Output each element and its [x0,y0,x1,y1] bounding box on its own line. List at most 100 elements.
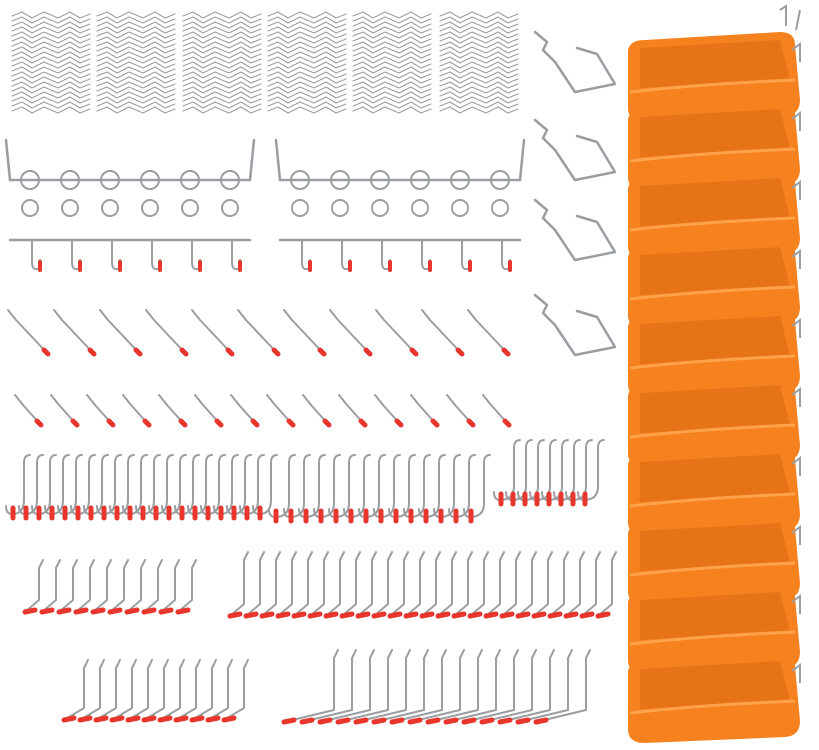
bin-lip [629,78,796,94]
hook-tip [363,347,373,357]
j-hook [565,439,593,501]
l-hook [41,559,61,613]
wire-clip [96,86,176,94]
wire-clip [267,16,347,24]
wire-clip [182,96,262,104]
wire-clip [96,66,176,74]
wire-clip [352,101,432,109]
strip-end [274,138,526,182]
wire-clip [267,81,347,89]
single-hook [191,309,233,355]
hook-tip [389,717,405,725]
wire-clip [267,41,347,49]
wire-clip [11,86,91,94]
j-hook [96,454,122,515]
single-hook [410,394,438,426]
j-hook [505,439,533,501]
wire-clip [182,21,262,29]
peg-hooks [5,309,617,725]
wire-clip [96,61,176,69]
clip-bundle [352,11,432,114]
single-hook [338,394,366,426]
hook-tip [87,347,97,357]
wire-clip [352,71,432,79]
single-hook [374,394,402,426]
l-hook [75,559,95,613]
wire-clip [267,31,347,39]
hook-tip [317,347,327,357]
l-hook [597,551,617,617]
l-hook [469,551,489,617]
bin-hanger [791,594,801,614]
single-hook [158,394,186,426]
wire-clip [439,96,519,104]
loop-strip [274,138,526,217]
strip-end [4,138,256,182]
wire-clip [96,91,176,99]
l-hook [453,551,473,617]
loop-ring [100,170,120,190]
hook-tip [179,347,189,357]
wire-clip [439,46,519,54]
j-hook [298,454,326,518]
j-hook [109,454,135,515]
wire-clip [352,56,432,64]
wire-clip [439,51,519,59]
l-hook [355,649,411,723]
j-hook [44,454,70,515]
hook-tip [339,611,355,619]
bin-hanger [791,525,801,545]
wire-clip [96,16,176,24]
wire-clip [267,36,347,44]
j-hook [313,454,341,518]
wire-clip [182,11,262,19]
bin-lip [629,492,796,508]
j-hook-strip [278,238,522,272]
j-hook [418,454,446,518]
wire-clip [267,46,347,54]
loop-ring [181,199,199,217]
bin-hanger [791,111,801,131]
l-hook [111,659,137,721]
loop-ring [140,170,160,190]
loop-ring [491,199,509,217]
clip-bundle [96,11,176,114]
clip-bundle [439,11,519,114]
single-hook [14,394,42,426]
j-hook [5,454,31,515]
loop-strip [4,138,256,217]
l-hook [373,649,429,723]
l-hook [549,551,569,617]
single-hook [467,309,509,355]
j-hook [541,439,569,501]
storage-bin [628,653,801,743]
wire-clip [96,31,176,39]
hook-tip [479,717,495,725]
hook-tip [77,715,93,723]
wire-clip [439,81,519,89]
hook-tip [467,611,483,619]
j-hook [358,454,386,518]
wire-clip [96,21,176,29]
hook-tip [323,611,339,619]
wire-clip [352,51,432,59]
hook-tip [461,717,477,725]
wire-clip [96,41,176,49]
bin-hanger [791,663,801,683]
hook-tip [499,611,515,619]
l-hook [245,551,265,617]
wire-clip [182,51,262,59]
hook-tip [189,715,205,723]
loop-ring [220,170,240,190]
hook-tip [56,607,72,615]
j-hook [493,439,521,501]
hook-tip [515,717,531,725]
hook-tip [109,715,125,723]
loop-ring [101,199,119,217]
hook-tip [133,347,143,357]
l-hook [517,551,537,617]
hook-tip [142,418,152,428]
hook-tip [497,717,513,725]
l-hook [143,559,163,613]
